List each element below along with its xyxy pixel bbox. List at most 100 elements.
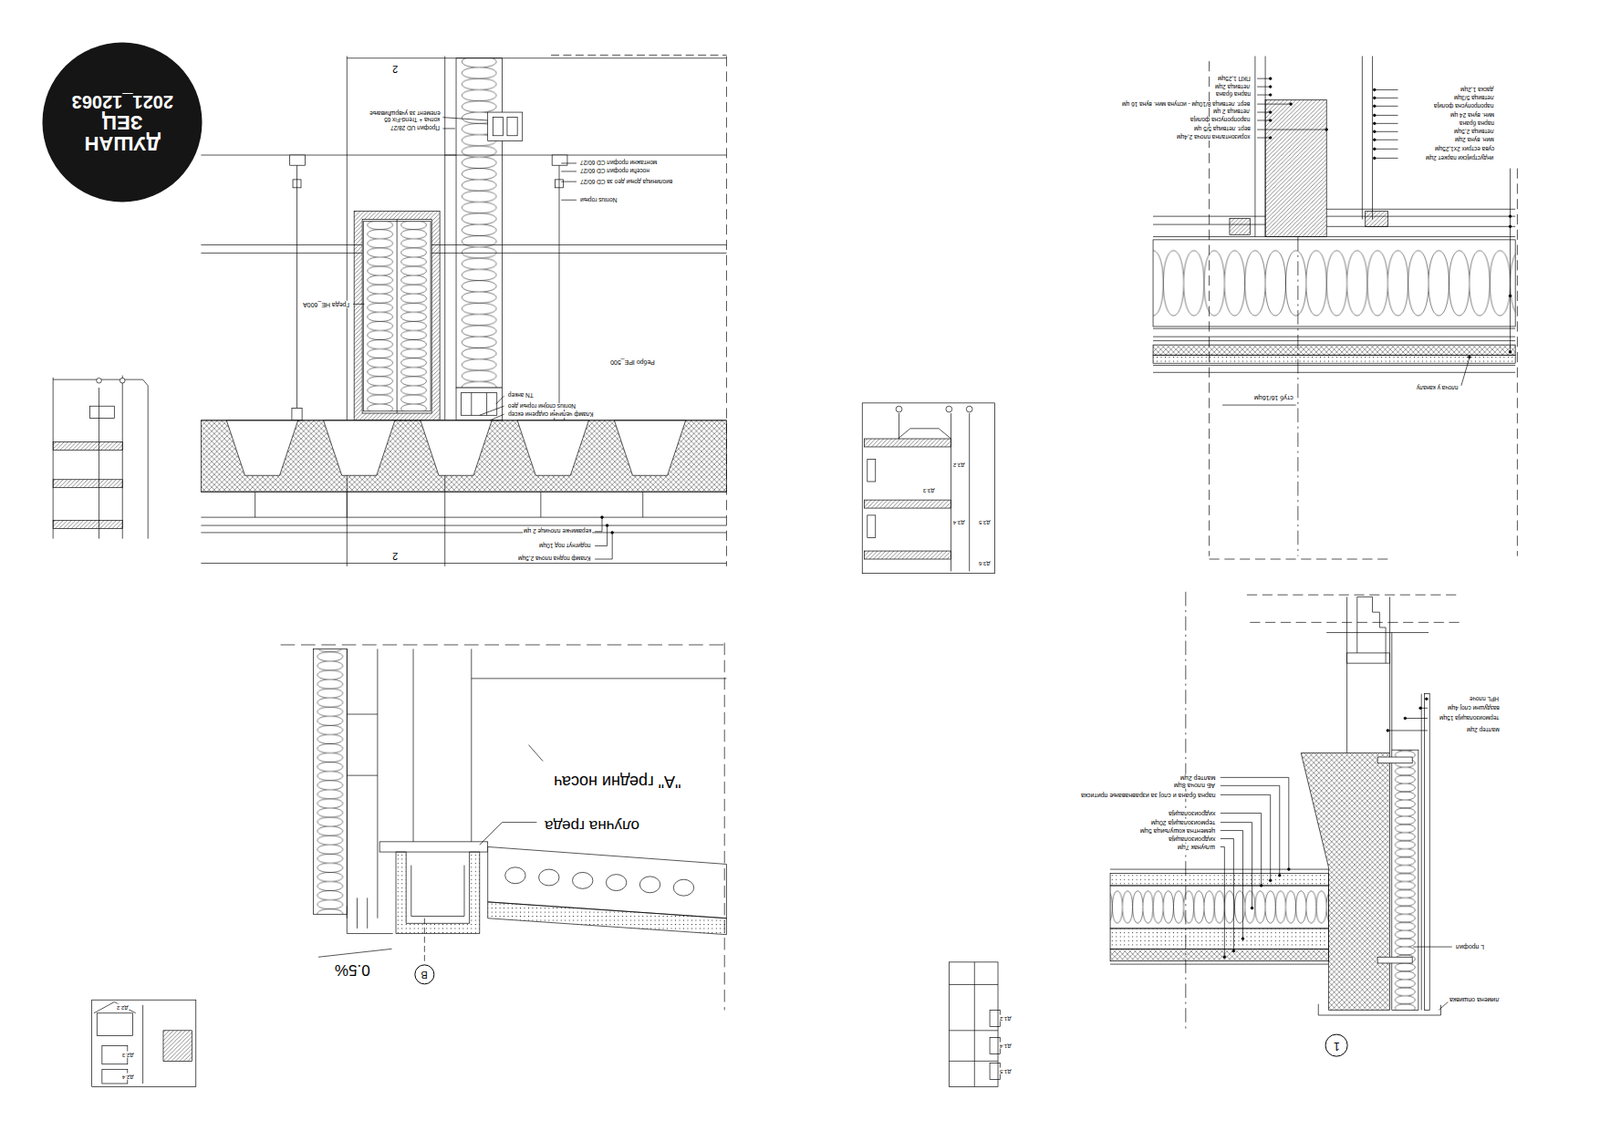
drawing-path bbox=[346, 897, 393, 934]
drawing-polyline bbox=[1220, 846, 1225, 957]
drawing-line bbox=[1375, 97, 1399, 99]
annotation-label: носећи профил CD 60/27 bbox=[579, 167, 651, 175]
drawing-line bbox=[1257, 94, 1271, 96]
drawing-circle bbox=[1372, 156, 1376, 160]
annotation-label: Д1.2 bbox=[998, 1015, 1012, 1022]
drawing-rect bbox=[862, 403, 995, 574]
drawing-polyline bbox=[1220, 777, 1289, 870]
drawing-line bbox=[376, 648, 378, 918]
drawing-line bbox=[1375, 105, 1399, 107]
drawing-circle bbox=[605, 524, 609, 528]
drawing-line bbox=[540, 491, 541, 518]
drawing-polygon bbox=[420, 420, 492, 476]
drawing-line bbox=[1110, 964, 1329, 966]
drawing-line bbox=[147, 385, 149, 540]
drawing-line bbox=[471, 677, 728, 679]
annotation-label: плоча у каналу bbox=[1415, 384, 1460, 392]
annotation-label: "А" гредни носач bbox=[552, 771, 682, 790]
drawing-line bbox=[442, 127, 455, 129]
annotation-label: сува естрих 2x1,25цм bbox=[1433, 145, 1496, 153]
node-text: ЗЕЦ bbox=[102, 110, 144, 133]
drawing-line bbox=[528, 745, 543, 762]
drawing-line bbox=[1412, 946, 1453, 948]
annotation-label: подигнут под 10цм bbox=[538, 542, 592, 550]
drawing-rect bbox=[200, 420, 727, 492]
drawing-line bbox=[1391, 633, 1393, 751]
drawing-path bbox=[411, 865, 465, 917]
drawing-line bbox=[561, 181, 577, 183]
drawing-line bbox=[200, 517, 727, 519]
annotation-label: Кламф челични сидрени ексер bbox=[507, 411, 594, 418]
annotation-label: термоизолација 15цм bbox=[1438, 715, 1500, 722]
drawing-line bbox=[254, 491, 256, 518]
drawing-ellipse bbox=[539, 869, 560, 886]
drawing-line bbox=[142, 1005, 144, 1084]
drawing-line bbox=[1326, 226, 1516, 228]
drawing-line bbox=[1153, 236, 1516, 238]
drawing-circle bbox=[1372, 104, 1376, 108]
drawing-circle bbox=[1268, 879, 1272, 883]
drawing-circle bbox=[1372, 88, 1376, 92]
drawing-line bbox=[296, 165, 298, 408]
drawing-circle bbox=[119, 377, 125, 384]
drawing-line bbox=[561, 199, 577, 201]
annotation-label: Профил UD 28/27 bbox=[389, 124, 441, 132]
drawing-polyline bbox=[1220, 839, 1235, 952]
annotation-label: Nonius горњи bbox=[579, 197, 618, 204]
drawing-line bbox=[950, 413, 952, 572]
drawing-ellipse bbox=[605, 874, 626, 892]
drawing-line bbox=[445, 155, 457, 156]
drawing-path bbox=[1318, 1004, 1441, 1016]
drawing-g bbox=[1153, 56, 1517, 560]
annotation-label: 0.5% bbox=[333, 960, 372, 978]
drawing-rect bbox=[1347, 653, 1391, 664]
drawing-polyline bbox=[93, 1001, 136, 1013]
drawing-rect bbox=[456, 58, 502, 388]
drawing-circle bbox=[895, 405, 903, 413]
drawing-circle bbox=[1268, 119, 1272, 123]
drawing-g bbox=[948, 962, 1000, 1087]
drawing-rect bbox=[96, 1013, 133, 1037]
drawing-circle bbox=[1372, 96, 1376, 100]
annotation-label: керамичке плочице 2 цм bbox=[522, 528, 593, 535]
drawing-g bbox=[52, 54, 1517, 1087]
drawing-line bbox=[1153, 364, 1516, 366]
drawing-line bbox=[1257, 78, 1271, 80]
drawing-line bbox=[898, 413, 900, 439]
drawing-line bbox=[1371, 56, 1373, 220]
drawing-circle bbox=[1424, 697, 1428, 701]
drawing-circle bbox=[1508, 215, 1512, 219]
drawing-circle bbox=[1289, 103, 1293, 106]
drawing-line bbox=[1387, 729, 1428, 731]
drawing-line bbox=[470, 393, 472, 416]
drawing-line bbox=[561, 162, 577, 164]
node-text: B bbox=[421, 968, 428, 980]
annotation-label: мин. вуна 24 цм bbox=[1449, 112, 1496, 119]
annotation-label: TN анкер bbox=[507, 392, 535, 399]
drawing-line bbox=[200, 531, 727, 533]
drawing-rect bbox=[92, 999, 197, 1087]
drawing-rect bbox=[1377, 757, 1413, 764]
annotation-label: монтажни профил CD 60/27 bbox=[579, 159, 658, 167]
drawing-rect bbox=[507, 117, 518, 136]
drawing-rect bbox=[1110, 885, 1329, 929]
drawing-line bbox=[724, 643, 726, 1011]
drawing-line bbox=[1257, 103, 1291, 105]
annotation-label: Д1.5 bbox=[998, 1068, 1012, 1075]
drawing-line bbox=[1153, 336, 1516, 338]
annotation-label: Д3.2 bbox=[952, 461, 966, 468]
drawing-circle bbox=[966, 405, 973, 413]
annotation-label: виолиница доњи део за CD 60/27 bbox=[579, 178, 674, 186]
stamp-circle: ДУШАНЗЕЦ2021_12063 bbox=[42, 42, 203, 203]
annotation-label: летвица 2,5цм bbox=[1453, 128, 1496, 136]
annotation-label: Д3.4 bbox=[952, 519, 966, 526]
drawing-line bbox=[143, 379, 149, 386]
drawing-rect bbox=[461, 393, 498, 416]
drawing-line bbox=[1257, 137, 1271, 139]
drawing-line bbox=[1461, 358, 1470, 386]
node-text: ДУШАН bbox=[83, 132, 161, 155]
drawing-line bbox=[1249, 622, 1459, 624]
